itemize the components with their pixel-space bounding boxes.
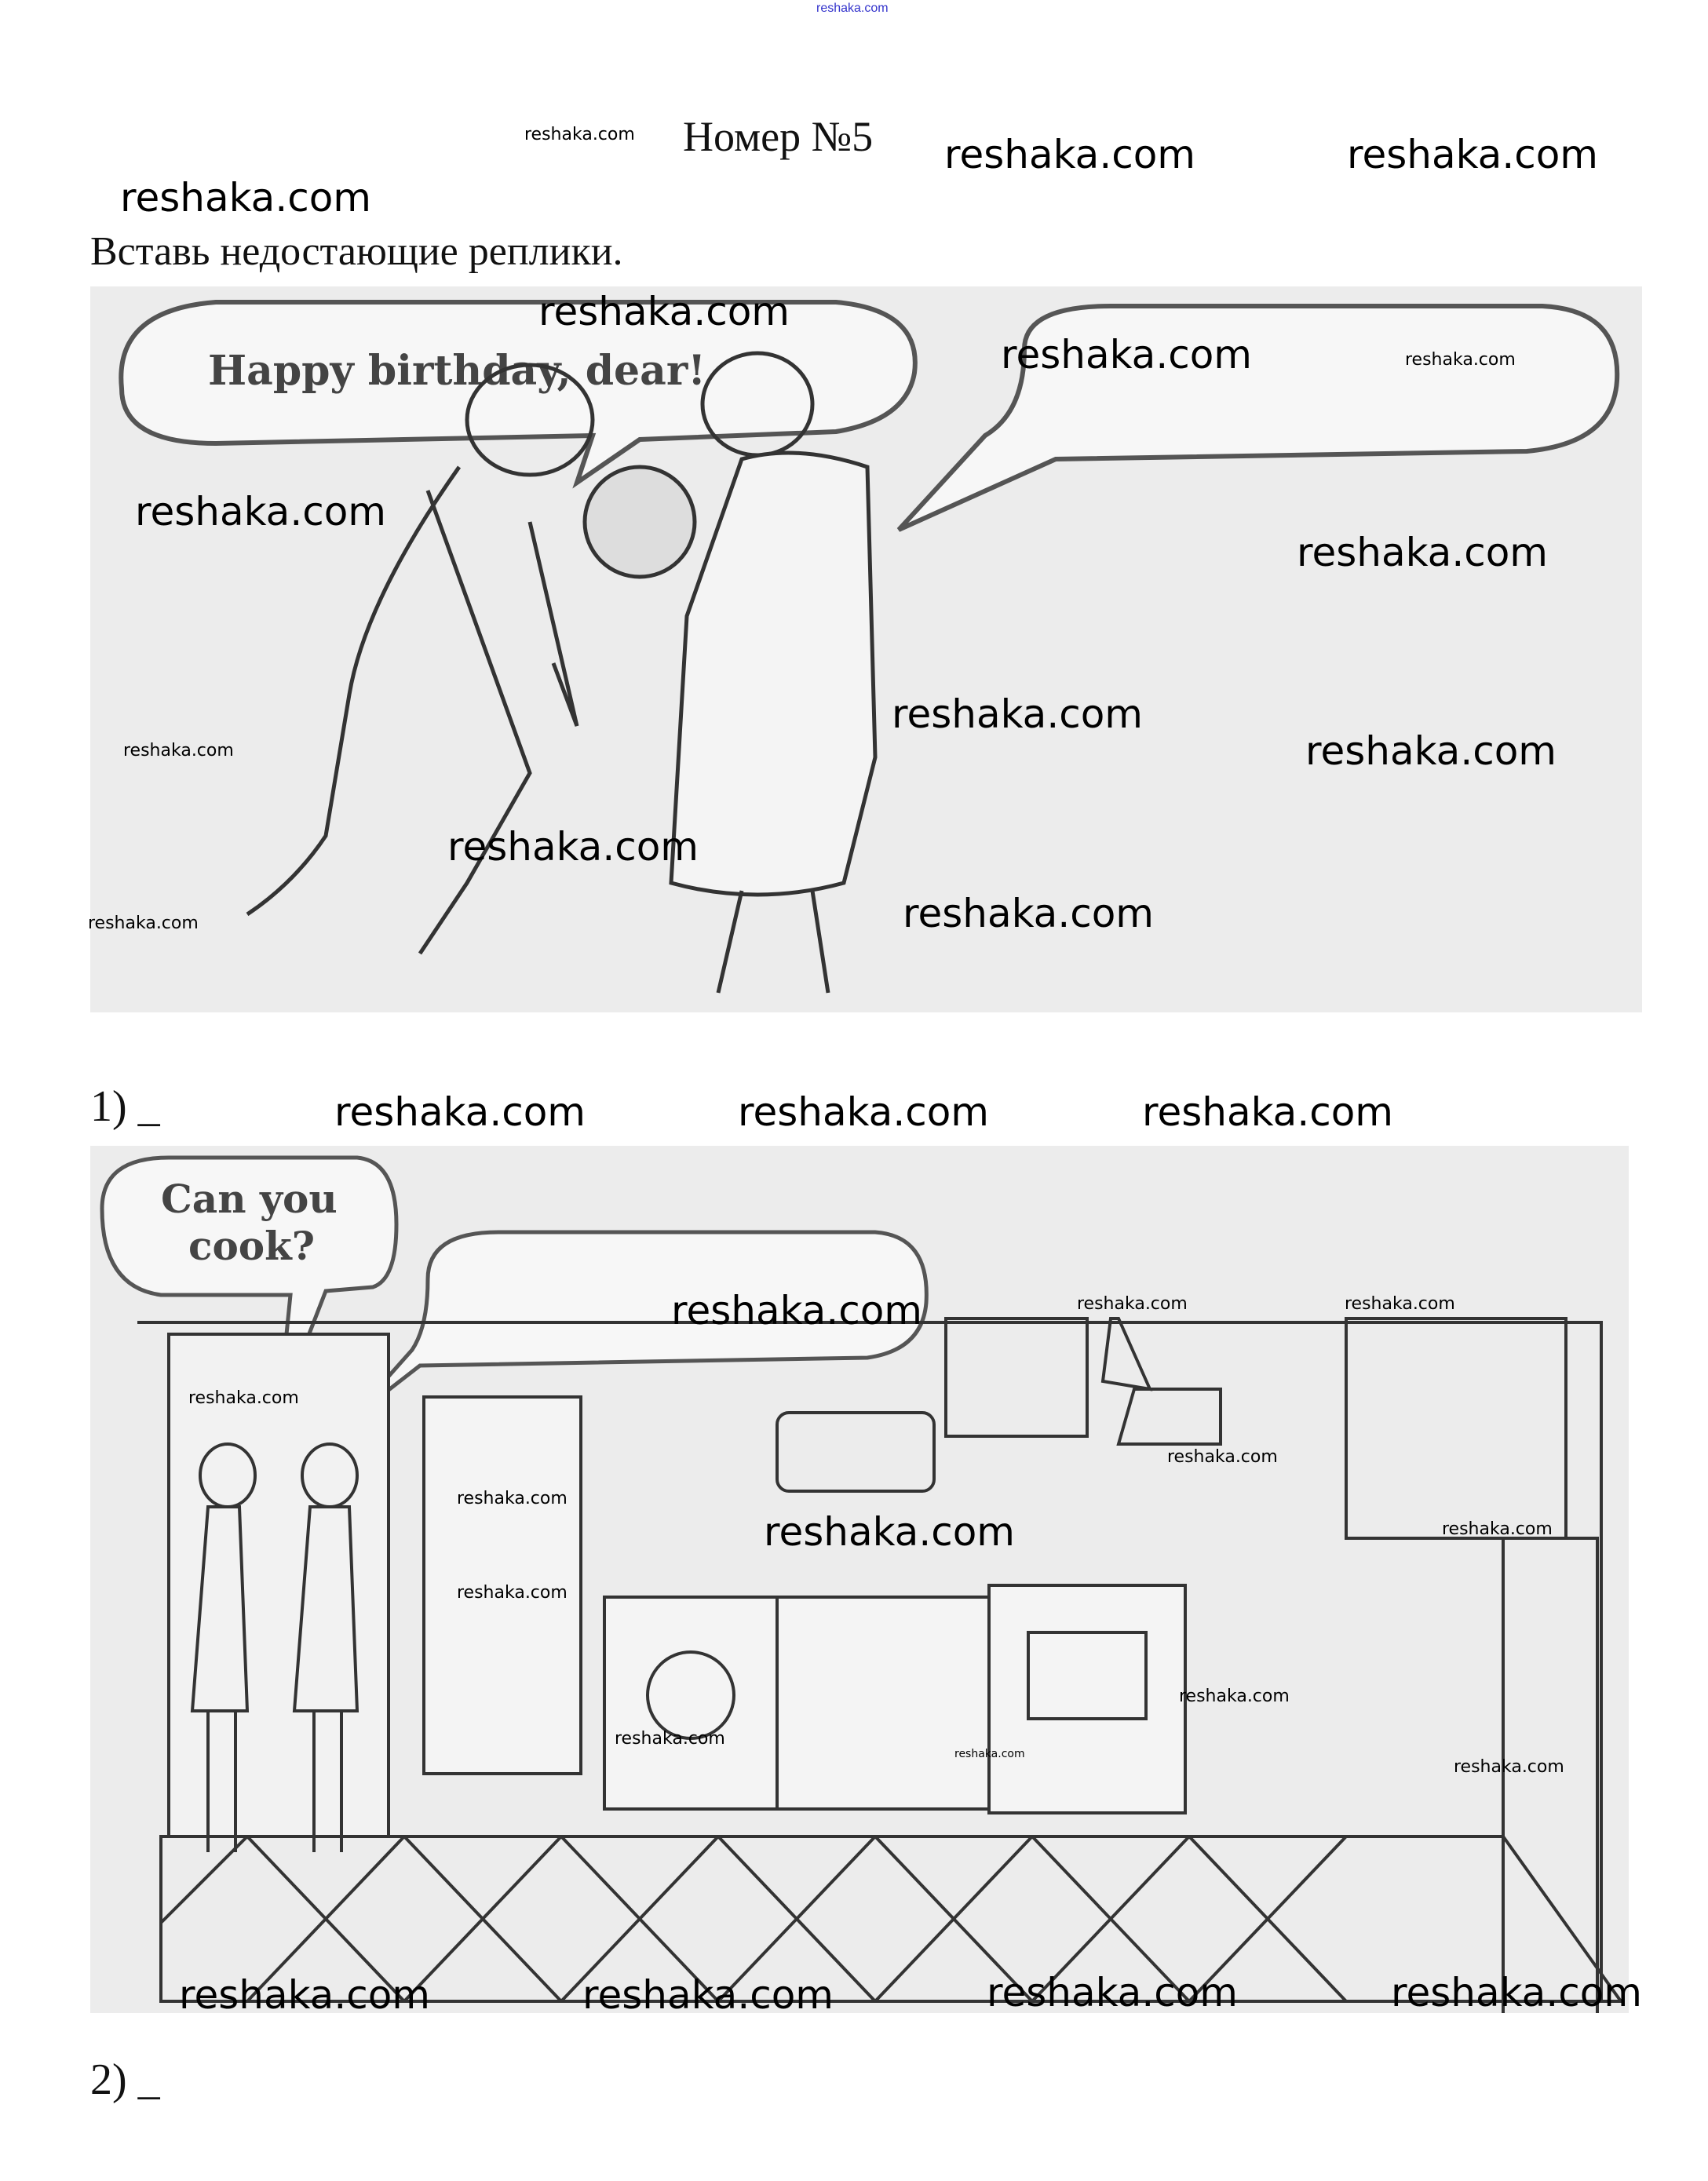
watermark: reshaka.com <box>1142 1089 1393 1135</box>
bubble-left-text: Happy birthday, dear! <box>208 347 706 395</box>
watermark: reshaka.com <box>1345 1294 1455 1314</box>
birthday-illustration: Happy birthday, dear! <box>90 286 1642 1012</box>
watermark: reshaka.com <box>1001 332 1252 377</box>
bubble-left-line1: Can you <box>161 1176 338 1222</box>
watermark: reshaka.com <box>135 489 386 534</box>
watermark: reshaka.com <box>524 125 635 144</box>
watermark: reshaka.com <box>538 289 790 334</box>
kitchen-illustration: Can you cook? <box>90 1146 1629 2013</box>
watermark: reshaka.com <box>738 1089 989 1135</box>
watermark: reshaka.com <box>987 1970 1238 2015</box>
watermark: reshaka.com <box>334 1089 586 1135</box>
kitchen-scene <box>137 1317 1624 2013</box>
watermark: reshaka.com <box>764 1509 1015 1555</box>
speech-bubble-left <box>119 300 918 489</box>
instruction-text: Вставь недостающие реплики. <box>90 229 623 274</box>
bubble-left-line2: cook? <box>188 1223 315 1269</box>
watermark: reshaka.com <box>1305 728 1557 774</box>
speech-bubble-left <box>100 1155 399 1413</box>
watermark: reshaka.com <box>582 1972 834 2018</box>
watermark: reshaka.com <box>88 914 199 933</box>
watermark: reshaka.com <box>1405 350 1516 370</box>
watermark: reshaka.com <box>1347 132 1598 177</box>
watermark: reshaka.com <box>615 1729 725 1749</box>
page-title: Номер №5 <box>683 113 874 160</box>
watermark: reshaka.com <box>954 1748 1025 1760</box>
watermark: reshaka.com <box>1077 1294 1188 1314</box>
watermark: reshaka.com <box>120 175 371 221</box>
watermark: reshaka.com <box>1167 1447 1278 1467</box>
watermark: reshaka.com <box>671 1288 922 1333</box>
speech-bubble-right <box>896 304 1620 532</box>
watermark: reshaka.com <box>123 741 234 760</box>
watermark: reshaka.com <box>457 1489 568 1508</box>
watermark: reshaka.com <box>1297 530 1548 575</box>
watermark: reshaka.com <box>457 1583 568 1603</box>
answer-2-label: 2) _ <box>90 2055 160 2104</box>
cow-figures <box>246 351 878 994</box>
watermark: reshaka.com <box>1179 1687 1290 1706</box>
watermark: reshaka.com <box>1454 1757 1564 1777</box>
watermark: reshaka.com <box>188 1388 299 1408</box>
watermark: reshaka.com <box>944 132 1195 177</box>
watermark: reshaka.com <box>447 824 699 870</box>
watermark: reshaka.com <box>1442 1519 1553 1539</box>
speech-bubble-right <box>348 1230 929 1422</box>
watermark: reshaka.com <box>903 891 1154 936</box>
top-watermark-link[interactable]: reshaka.com <box>816 2 889 15</box>
watermark: reshaka.com <box>179 1972 430 2018</box>
watermark: reshaka.com <box>892 691 1143 737</box>
watermark: reshaka.com <box>1391 1970 1642 2015</box>
answer-1-label: 1) _ <box>90 1082 160 1131</box>
